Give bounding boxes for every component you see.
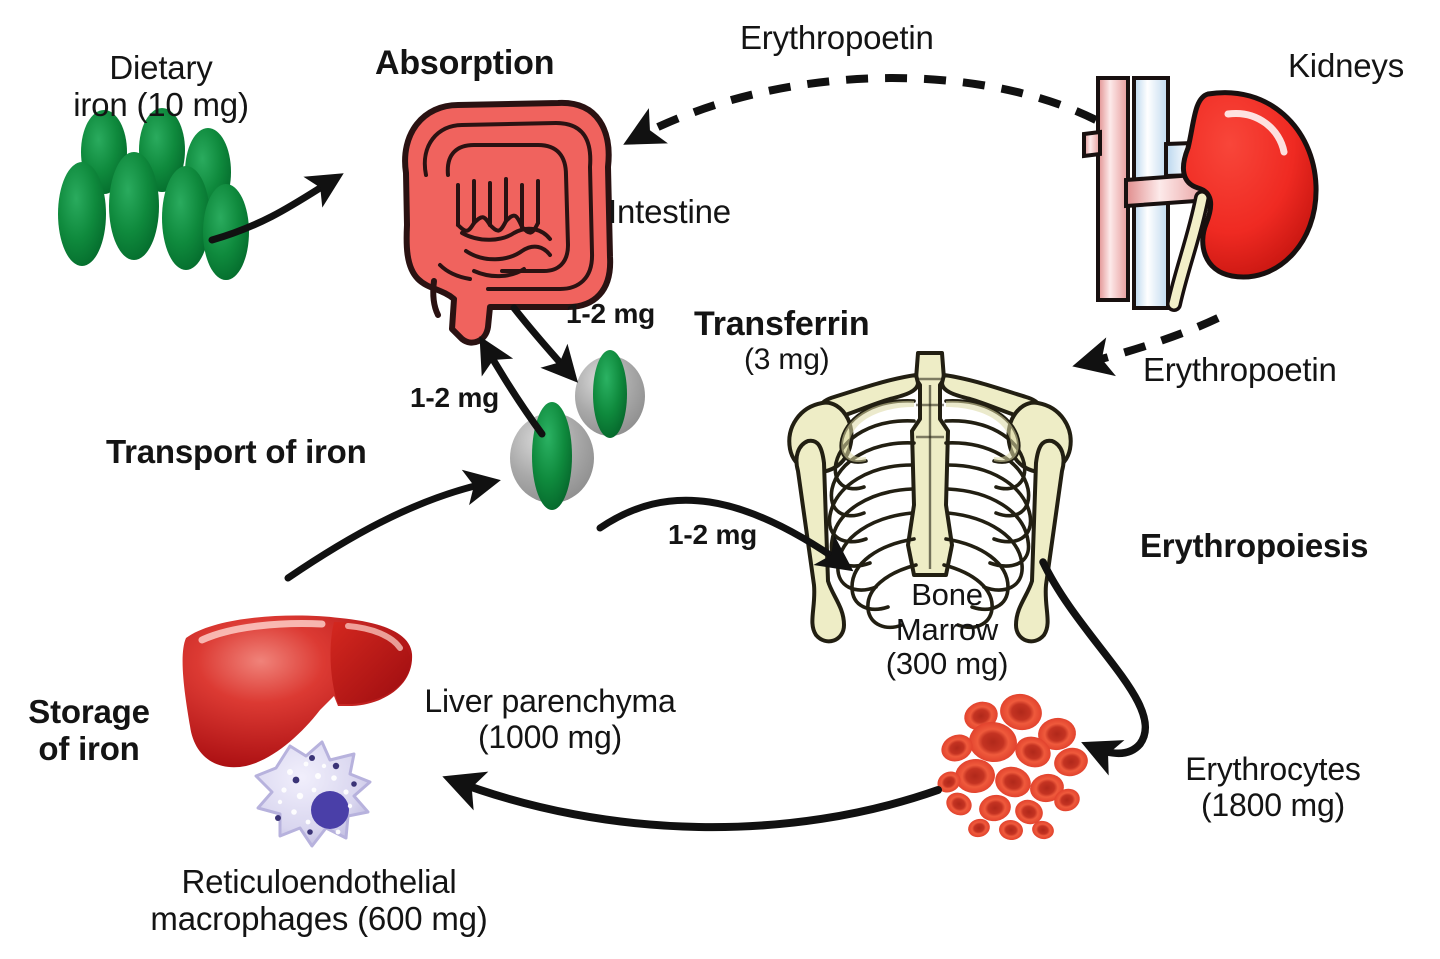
bone-marrow-label: Bone Marrow (300 mg)	[885, 577, 1009, 682]
flow-transferrin-to-intestine-label: 1-2 mg	[410, 382, 500, 413]
macrophage-illustration	[250, 736, 380, 854]
flow-transferrin-to-marrow-label: 1-2 mg	[668, 519, 758, 550]
intestine-label: Intestine	[608, 193, 731, 230]
kidneys-label: Kidneys	[1288, 47, 1405, 84]
kidney-illustration	[1082, 68, 1342, 336]
erythropoiesis-label: Erythropoiesis	[1140, 527, 1369, 564]
dietary-iron-capsules-illustration	[58, 108, 258, 318]
arrow-storage-to-transferrin	[284, 469, 501, 582]
transferrin-molecule-illustration	[508, 348, 678, 548]
storage-of-iron-label: Storage of iron	[28, 693, 150, 767]
intestine-illustration	[362, 75, 627, 346]
erythropoietin-right-label: Erythropoetin	[1143, 351, 1337, 388]
liver-parenchyma-label: Liver parenchyma (1000 mg)	[424, 683, 676, 755]
transferrin-label: Transferrin	[694, 305, 870, 343]
erythropoietin-top-label: Erythropoetin	[740, 19, 934, 56]
dietary-iron-label: Dietary iron (10 mg)	[73, 49, 249, 123]
arrow-erythropoietin-to-intestine	[623, 74, 1098, 145]
flow-intestine-to-transferrin-label: 1-2 mg	[566, 298, 656, 329]
transport-of-iron-label: Transport of iron	[106, 433, 367, 470]
liver-illustration	[172, 610, 422, 780]
erythrocytes-illustration	[935, 690, 1115, 850]
reticuloendothelial-macrophages-label: Reticuloendothelial macrophages (600 mg)	[150, 863, 488, 937]
erythrocytes-label: Erythrocytes (1800 mg)	[1185, 751, 1361, 823]
transferrin-amount-label: (3 mg)	[744, 343, 830, 376]
arrow-erythrocytes-to-storage	[442, 771, 942, 832]
absorption-label: Absorption	[375, 44, 555, 82]
